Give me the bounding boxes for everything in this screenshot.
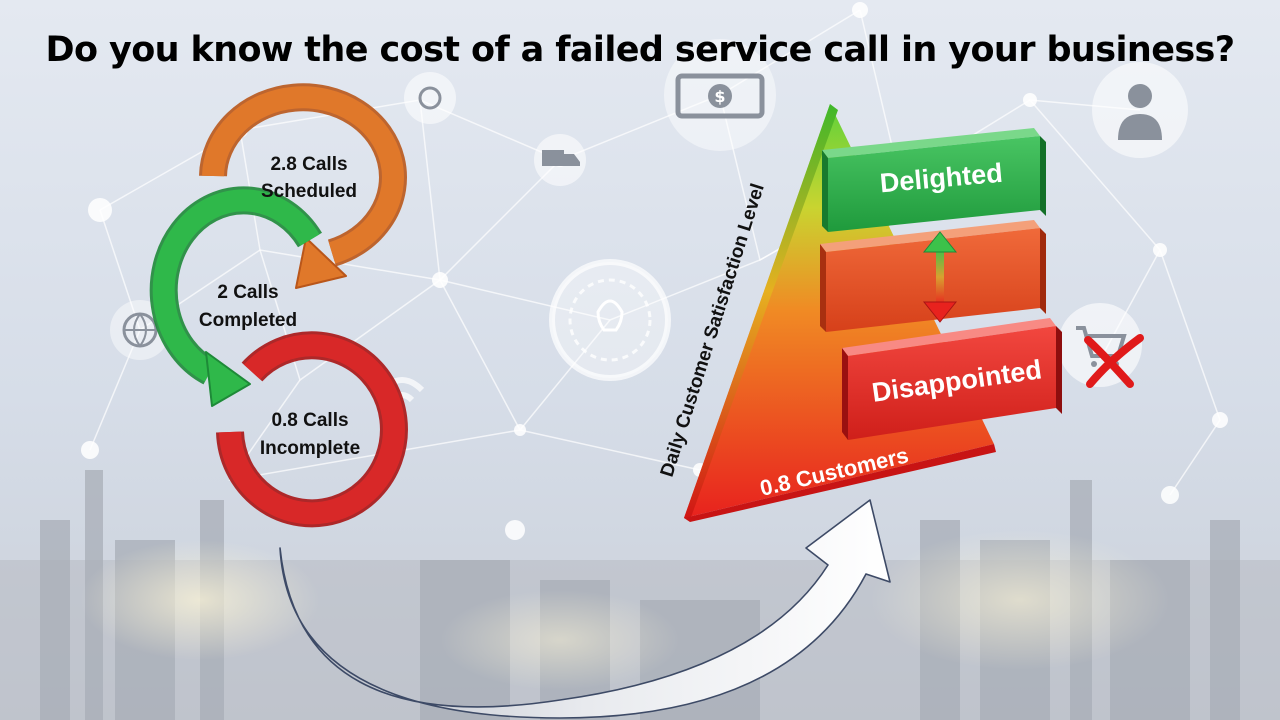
flow-arrow: [279, 499, 891, 719]
completed-count: 2 Calls: [217, 282, 278, 303]
disappointed-level: Disappointed: [842, 318, 1062, 440]
incomplete-cycle-arrow: [216, 331, 408, 528]
incomplete-count: 0.8 Calls: [271, 410, 348, 431]
neutral-level: [820, 220, 1046, 332]
lightbulb-icon: [549, 259, 671, 381]
delighted-level: Delighted: [822, 128, 1046, 232]
red-x-icon: [1084, 334, 1144, 388]
completed-cycle-arrow: [149, 186, 322, 407]
double-arrow-icon: [922, 231, 958, 323]
completed-label: Completed: [199, 310, 297, 331]
incomplete-label: Incomplete: [260, 438, 360, 459]
restaurant-icon: [404, 72, 456, 124]
svg-text:$: $: [714, 87, 725, 106]
scheduled-label: Scheduled: [261, 181, 357, 202]
scheduled-cycle-arrow: [199, 83, 407, 289]
person-icon: [1092, 62, 1188, 158]
truck-icon: [534, 134, 586, 186]
slide-title: Do you know the cost of a failed service…: [45, 30, 1236, 70]
scheduled-count: 2.8 Calls: [270, 154, 347, 175]
dollar-bill-icon: $: [664, 39, 776, 151]
